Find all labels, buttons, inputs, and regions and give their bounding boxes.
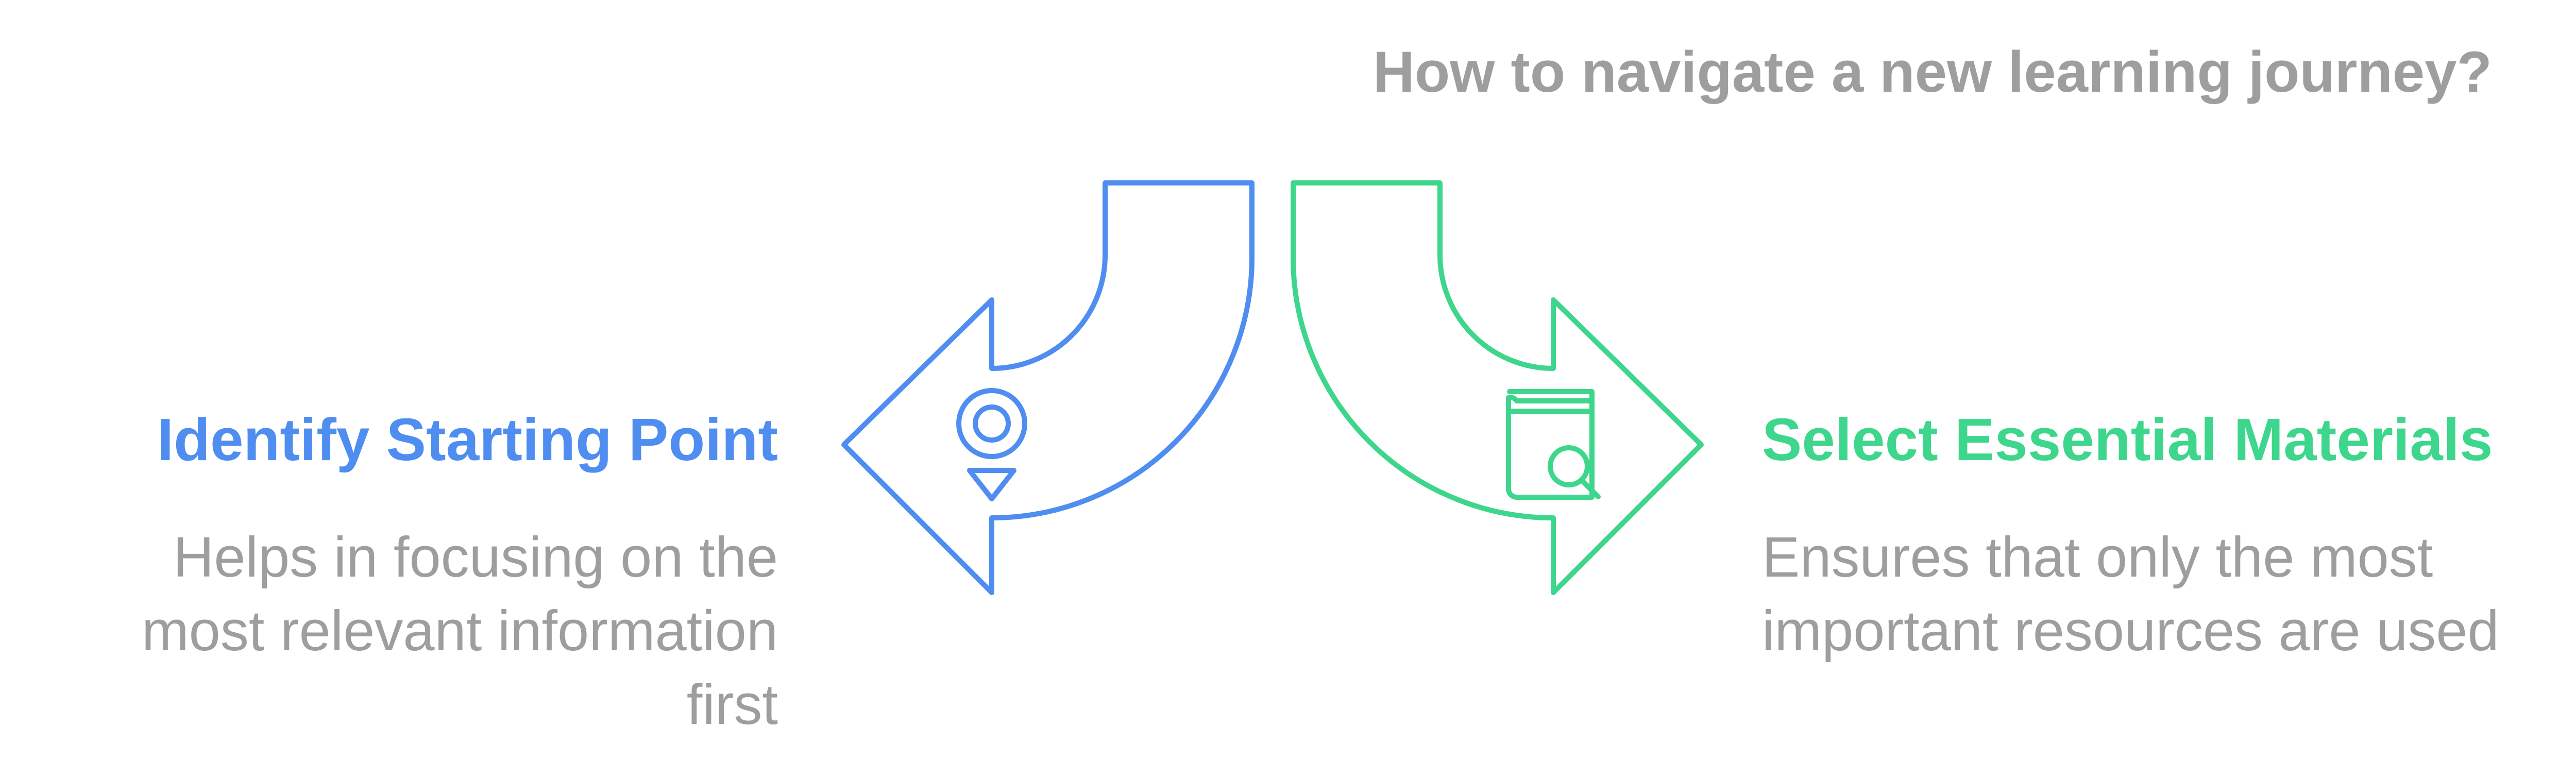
page-title: How to navigate a new learning journey?	[1373, 40, 2492, 104]
identify-starting-point-heading: Identify Starting Point	[157, 406, 778, 473]
left-curved-arrow	[841, 180, 1255, 595]
book-search-icon	[1506, 389, 1601, 500]
select-essential-materials-description: Ensures that only the most important res…	[1762, 526, 2499, 663]
select-essential-materials-heading: Select Essential Materials	[1762, 406, 2493, 473]
target-location-icon	[956, 388, 1027, 501]
right-curved-arrow	[1291, 180, 1704, 595]
identify-starting-point-description: Helps in focusing on the most relevant i…	[142, 526, 778, 736]
